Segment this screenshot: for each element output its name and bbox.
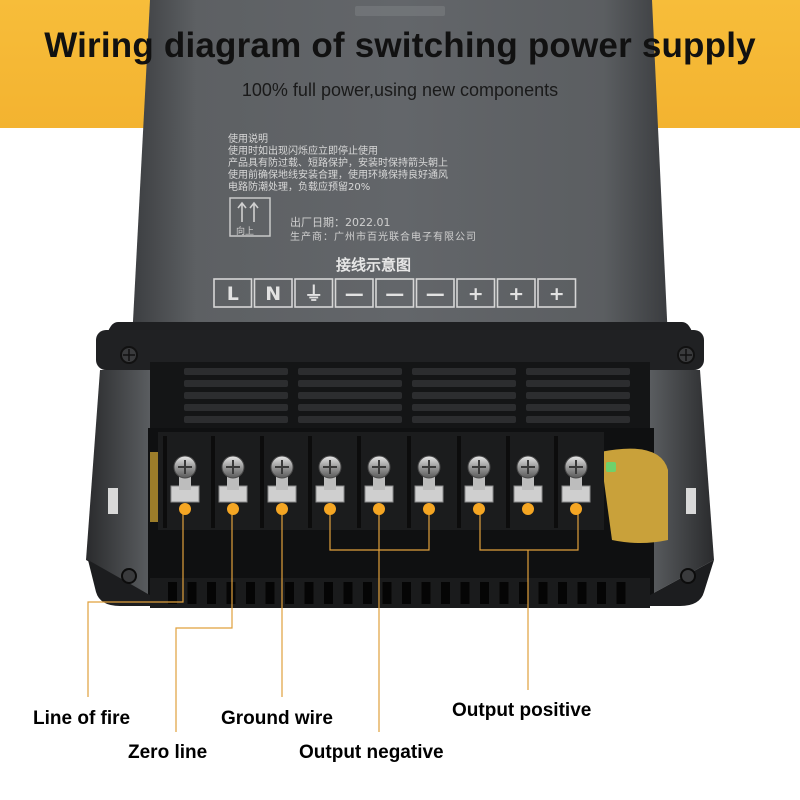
- terminal-diagram-box: [334, 278, 374, 308]
- terminal-marker-dot: [373, 503, 385, 515]
- wiring-diagram-title: 接线示意图: [336, 256, 412, 274]
- callout-line: [479, 509, 579, 551]
- up-mark: 向上: [236, 227, 255, 237]
- usage-line: 使用时如出现闪烁应立即停止使用: [228, 146, 378, 157]
- terminal-diagram: L N ⏚ — — — + + +: [213, 278, 577, 308]
- terminal-diagram-box: [496, 278, 536, 308]
- terminal-marker-dot: [423, 503, 435, 515]
- terminal-diagram-box: [456, 278, 496, 308]
- usage-line: 电路防潮处理，负载应预留20%: [228, 182, 371, 193]
- terminal-marker-dot: [227, 503, 239, 515]
- terminal-diagram-symbol: L: [227, 283, 239, 305]
- terminal-diagram-box: [415, 278, 455, 308]
- page-title: Wiring diagram of switching power supply: [44, 26, 756, 65]
- case-top-panel: [132, 0, 668, 340]
- manufacturer: 生产商：广州市百光联合电子有限公司: [290, 232, 477, 243]
- terminal-marker-dot: [179, 503, 191, 515]
- label-ground-wire: Ground wire: [221, 708, 333, 729]
- terminal-diagram-box: [375, 278, 415, 308]
- terminal-diagram-box: [253, 278, 293, 308]
- terminal-diagram-symbol: —: [345, 283, 364, 305]
- manufacture-date: 出厂日期：2022.01: [290, 216, 391, 229]
- terminal-diagram-box: [537, 278, 577, 308]
- terminal-diagram-symbol: N: [265, 283, 281, 305]
- terminal-marker-dot: [473, 503, 485, 515]
- label-line-of-fire: Line of fire: [33, 708, 131, 729]
- usage-line: 产品具有防过载、短路保护，安装时保持箭头朝上: [228, 158, 448, 169]
- terminal-diagram-box: [294, 278, 334, 308]
- terminal-diagram-symbol: +: [468, 283, 484, 305]
- usage-line: 使用前确保地线安装合理，使用环境保持良好通风: [228, 170, 448, 181]
- terminal-diagram-symbol: +: [508, 283, 524, 305]
- terminal-diagram-symbol: —: [426, 283, 445, 305]
- page-subtitle: 100% full power,using new components: [241, 80, 559, 100]
- terminal-marker-dot: [522, 503, 534, 515]
- callout-line: [87, 509, 184, 697]
- terminal-diagram-symbol: ⏚: [304, 283, 323, 305]
- terminal-diagram-symbol: +: [549, 283, 565, 305]
- terminal-marker-dot: [324, 503, 336, 515]
- terminal-marker-dot: [276, 503, 288, 515]
- usage-instructions: 使用说明 使用时如出现闪烁应立即停止使用 产品具有防过载、短路保护，安装时保持箭…: [228, 134, 608, 194]
- label-output-negative: Output negative: [299, 742, 444, 763]
- label-output-positive: Output positive: [452, 700, 592, 721]
- terminal-marker-dot: [570, 503, 582, 515]
- terminal-diagram-symbol: —: [385, 283, 404, 305]
- label-zero-line: Zero line: [128, 742, 208, 763]
- terminal-diagram-box: [213, 278, 253, 308]
- usage-title: 使用说明: [228, 134, 268, 145]
- callout-line: [175, 509, 233, 732]
- brand-logo: [355, 6, 445, 16]
